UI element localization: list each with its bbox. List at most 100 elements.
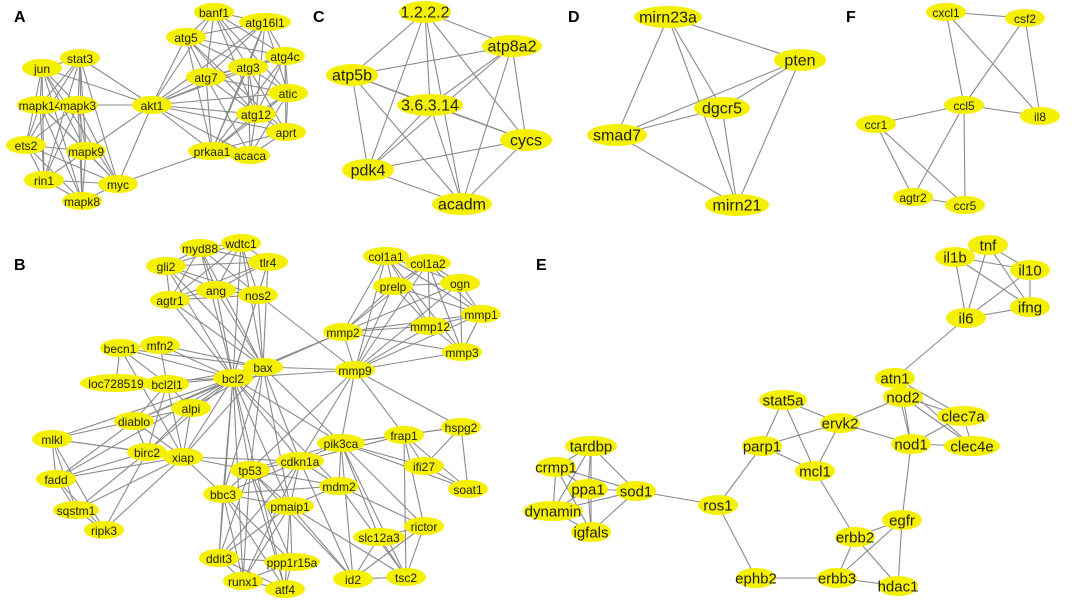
node-ellipse: [817, 568, 857, 588]
node-ellipse: [140, 336, 180, 354]
edge-becn1-bcl2: [119, 347, 234, 379]
edge-nos2-bax: [257, 294, 264, 368]
panel-letter-f: F: [846, 9, 856, 26]
node-id2: id2: [333, 570, 373, 588]
edge-cdkn1a-ddit3: [218, 460, 301, 559]
node-ellipse: [820, 413, 860, 433]
node-label: xiap: [172, 451, 194, 465]
node-label: jun: [33, 62, 50, 76]
node-prkaa1: prkaa1: [188, 142, 236, 160]
node-label: 1.2.2.2: [401, 5, 450, 22]
node-ellipse: [944, 436, 1000, 456]
node-clec4e: clec4e: [944, 436, 1000, 456]
edge-jun-rin1: [41, 67, 45, 181]
node-myc: myc: [98, 175, 138, 193]
edge-bcl2-runx1: [232, 377, 244, 582]
node-acadm: acadm: [432, 193, 492, 215]
edge-rictor-id2: [352, 525, 425, 580]
node-hdac1: hdac1: [878, 576, 918, 596]
edge-ets2-myc: [25, 144, 119, 185]
edge-stat3-akt1: [79, 57, 153, 106]
node-ellipse: [891, 434, 931, 454]
node-label: soat1: [453, 483, 483, 497]
edge-ccl5-ccr5: [963, 104, 966, 206]
node-label: stat5a: [763, 393, 805, 410]
node-mcl1: mcl1: [795, 461, 835, 481]
node-label: atg16l1: [245, 16, 285, 30]
node-crmp1: crmp1: [535, 457, 577, 477]
edge-mmp9-cdkn1a: [299, 369, 356, 462]
node-mirn23a: mirn23a: [634, 6, 702, 28]
edge-atg4c-atg12: [255, 55, 286, 115]
node-ellipse: [62, 192, 102, 210]
edge-mcl1-erbb2: [814, 470, 856, 538]
node-il8: il8: [1020, 107, 1060, 125]
node-ellipse: [221, 234, 261, 252]
node-nos2: nos2: [238, 286, 278, 304]
node-label: mlkl: [41, 433, 62, 447]
node-label: mmp1: [464, 308, 498, 322]
node-xiap: xiap: [163, 448, 203, 466]
node-atg4c: atg4c: [265, 47, 305, 65]
node-tlr4: tlr4: [248, 253, 288, 271]
edge-cdkn1a-runx1: [242, 460, 301, 582]
node-label: ifi27: [413, 460, 435, 474]
node-clec7a: clec7a: [937, 406, 989, 426]
node-label: rin1: [34, 174, 54, 188]
node-bcl2: bcl2: [213, 369, 253, 387]
node-atg5: atg5: [166, 28, 206, 46]
edge-egfr-hdac1: [897, 519, 903, 587]
node-atp5b: atp5b: [326, 64, 378, 86]
node-label: myc: [107, 178, 129, 192]
node-ros1: ros1: [698, 495, 738, 515]
edge-stat3-mapk8: [79, 57, 83, 202]
node-label: tp53: [238, 464, 262, 478]
node-tnf: tnf: [968, 235, 1008, 255]
node-label: tlr4: [260, 256, 277, 270]
node-tsc2: tsc2: [386, 568, 426, 586]
node-label: tsc2: [395, 571, 417, 585]
node-ellipse: [875, 368, 915, 388]
node-ellipse: [203, 485, 243, 503]
node-label: mmp2: [326, 326, 360, 340]
node-atg7: atg7: [186, 68, 226, 86]
node-label: ets2: [15, 139, 38, 153]
node-ellipse: [266, 123, 306, 141]
node-label: erbb2: [836, 530, 874, 547]
node-il1b: il1b: [935, 247, 975, 267]
node-ellipse: [883, 387, 923, 407]
edge-crmp1-igfals: [555, 466, 592, 533]
node-mmp1: mmp1: [461, 305, 501, 323]
node-il10: il10: [1010, 260, 1050, 280]
node-n36314: 3.6.3.14: [397, 94, 463, 116]
node-ellipse: [386, 568, 426, 586]
edge-smad7-mirn21: [616, 134, 738, 206]
node-label: mdm2: [322, 480, 356, 494]
node-label: parp1: [743, 439, 781, 456]
edge-tp53-ddit3: [218, 469, 251, 559]
node-hspg2: hspg2: [441, 418, 481, 436]
node-erbb2: erbb2: [835, 527, 875, 547]
node-ellipse: [188, 142, 236, 160]
edge-gli2-bcl2: [165, 265, 234, 379]
node-ellipse: [264, 553, 320, 571]
node-label: bcl2l1: [151, 378, 183, 392]
node-n1222: 1.2.2.2: [399, 1, 451, 23]
edge-cycs-pdk4: [367, 139, 527, 171]
edge-bcl2-mlkl: [51, 377, 234, 440]
edge-bbc3-runx1: [222, 493, 244, 582]
node-ellipse: [448, 480, 488, 498]
node-parp1: parp1: [742, 436, 782, 456]
node-ccr5: ccr5: [945, 196, 985, 214]
node-ellipse: [736, 568, 776, 588]
node-cdkn1a: cdkn1a: [276, 452, 324, 470]
edge-col1a1-mmp3: [385, 255, 463, 353]
node-mapk8: mapk8: [62, 192, 102, 210]
node-atg3: atg3: [228, 58, 268, 76]
node-prelp: prelp: [373, 277, 413, 295]
node-ellipse: [194, 3, 234, 21]
edge-mirn23a-dgcr5: [667, 16, 723, 109]
node-bax: bax: [243, 358, 283, 376]
edge-parp1-ros1: [717, 445, 763, 506]
